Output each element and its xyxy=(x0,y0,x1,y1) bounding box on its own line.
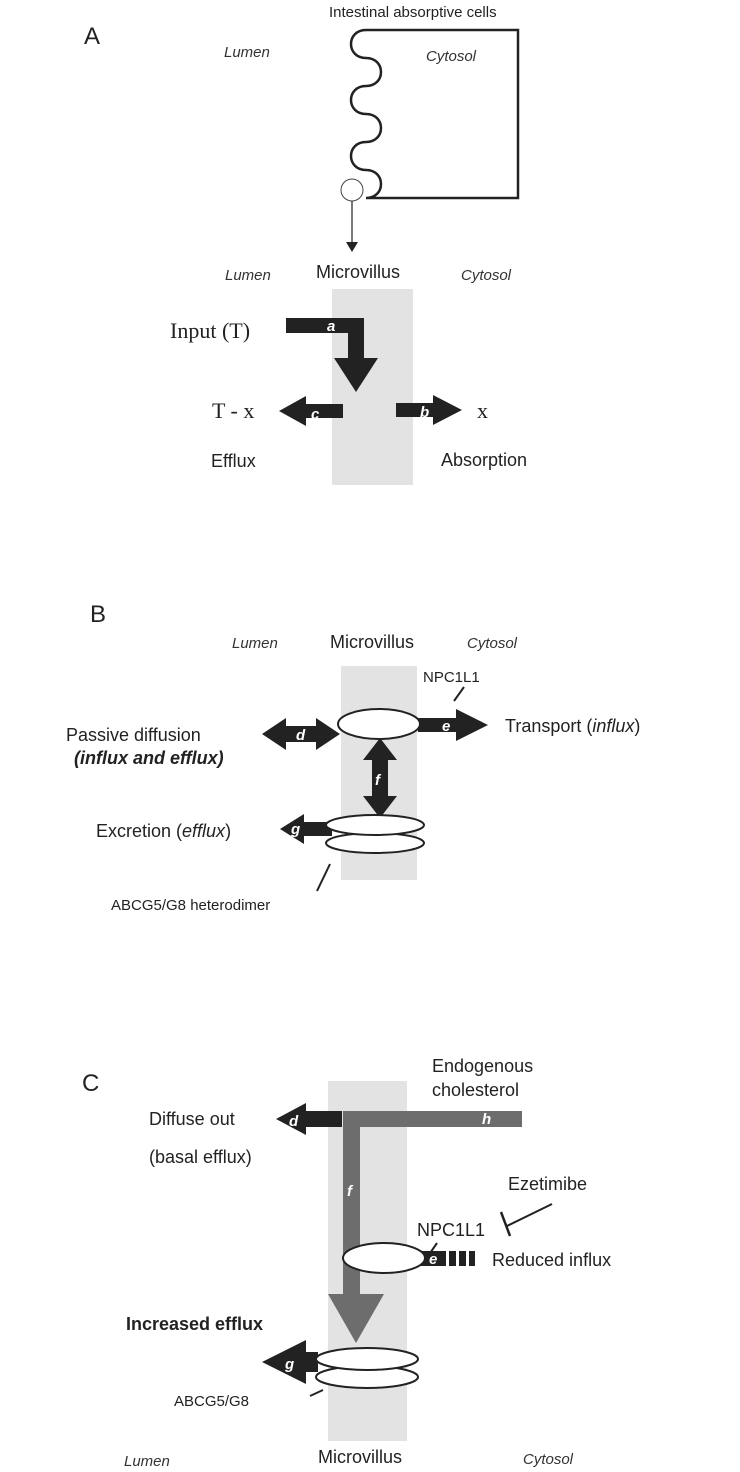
transport-label: Transport (influx) xyxy=(505,716,640,736)
microvillus-label: Microvillus xyxy=(330,632,414,652)
abcg5-g8-upper xyxy=(325,814,425,836)
arrow-b-letter: b xyxy=(420,404,429,421)
arrow-b xyxy=(396,395,462,425)
arrow-f-letter: f xyxy=(347,1183,354,1200)
abcg5-g8-upper xyxy=(315,1347,419,1371)
cells-title: Intestinal absorptive cells xyxy=(329,4,497,21)
arrow-d xyxy=(262,718,340,750)
arrow-f xyxy=(363,738,397,818)
absorption-label: Absorption xyxy=(441,450,527,470)
lumen-label: Lumen xyxy=(232,635,278,652)
panel-b-letter: B xyxy=(90,601,106,628)
endogenous-label-2: cholesterol xyxy=(432,1080,519,1100)
transport-suffix: ) xyxy=(634,716,640,736)
arrow-d-letter: d xyxy=(296,727,306,744)
excretion-italic: efflux xyxy=(182,821,226,841)
transport-italic: influx xyxy=(592,716,635,736)
arrow-c xyxy=(279,396,343,426)
transport-prefix: Transport ( xyxy=(505,716,592,736)
arrow-f-letter: f xyxy=(375,772,382,789)
lumen-label: Lumen xyxy=(124,1453,170,1470)
arrow-e-letter: e xyxy=(442,718,450,735)
excretion-prefix: Excretion ( xyxy=(96,821,182,841)
panel-a-letter: A xyxy=(84,23,100,50)
arrow-h-letter: h xyxy=(482,1111,491,1128)
arrow-g xyxy=(280,814,332,844)
cytosol-label: Cytosol xyxy=(467,635,518,652)
efflux-label: Efflux xyxy=(211,451,256,471)
inhibition-line xyxy=(506,1203,553,1227)
zoom-arrow-head xyxy=(346,242,358,252)
npc1l1-pointer xyxy=(453,686,465,702)
reduced-influx-label: Reduced influx xyxy=(492,1250,611,1270)
cytosol-label: Cytosol xyxy=(523,1451,574,1468)
arrow-d xyxy=(276,1103,342,1135)
cytosol-label: Cytosol xyxy=(461,267,512,284)
microvillus-label: Microvillus xyxy=(316,262,400,282)
lumen-label: Lumen xyxy=(225,267,271,284)
microvillus-label: Microvillus xyxy=(318,1447,402,1467)
input-label: Input (T) xyxy=(170,318,250,343)
cell-membrane-outline xyxy=(349,28,520,200)
npc1l1-label: NPC1L1 xyxy=(423,669,480,686)
passive-diffusion-sub: (influx and efflux) xyxy=(74,748,224,768)
excretion-suffix: ) xyxy=(225,821,231,841)
abcg-pointer xyxy=(309,1389,324,1397)
arrow-g-letter: g xyxy=(284,1356,294,1373)
abcg-pointer xyxy=(316,863,331,892)
lumen-label-top: Lumen xyxy=(224,44,270,61)
arrow-g-letter: g xyxy=(290,821,300,838)
arrow-e xyxy=(418,709,488,741)
arrow-e-dash-2 xyxy=(459,1251,466,1266)
increased-efflux-label: Increased efflux xyxy=(126,1314,263,1334)
npc1l1-label: NPC1L1 xyxy=(417,1220,485,1240)
panel-a: A Intestinal absorptive cells Lumen Cyto… xyxy=(84,4,527,485)
arrow-e-letter: e xyxy=(429,1251,437,1268)
arrow-e-dash-3 xyxy=(469,1251,475,1266)
npc1l1-transporter xyxy=(342,1242,426,1274)
arrow-h-f xyxy=(328,1111,522,1343)
arrow-e-body xyxy=(420,1251,446,1266)
cytosol-label-top: Cytosol xyxy=(426,48,477,65)
arrow-g xyxy=(262,1340,318,1384)
arrow-e-dash-1 xyxy=(449,1251,456,1266)
arrow-a xyxy=(286,318,378,392)
endogenous-label-1: Endogenous xyxy=(432,1056,533,1076)
arrow-d-letter: d xyxy=(289,1113,299,1130)
panel-c: C Endogenous cholesterol Diffuse out (ba… xyxy=(82,1056,611,1470)
basal-efflux-label: (basal efflux) xyxy=(149,1147,252,1167)
abcg-label: ABCG5/G8 xyxy=(174,1393,249,1410)
diffuse-out-label: Diffuse out xyxy=(149,1109,235,1129)
npc1l1-transporter xyxy=(337,708,421,740)
excretion-label: Excretion (efflux) xyxy=(96,821,231,841)
panel-c-letter: C xyxy=(82,1070,99,1097)
zoom-circle xyxy=(340,178,364,202)
ezetimibe-label: Ezetimibe xyxy=(508,1174,587,1194)
arrow-c-letter: c xyxy=(311,406,320,423)
panel-b: B Lumen Microvillus Cytosol NPC1L1 d e T… xyxy=(66,601,640,914)
passive-diffusion-label: Passive diffusion xyxy=(66,725,201,745)
abcg-label: ABCG5/G8 heterodimer xyxy=(111,897,270,914)
inhibition-bar xyxy=(499,1211,512,1237)
t-minus-x-label: T - x xyxy=(212,398,254,423)
x-label: x xyxy=(477,398,488,423)
arrow-a-letter: a xyxy=(327,318,335,335)
